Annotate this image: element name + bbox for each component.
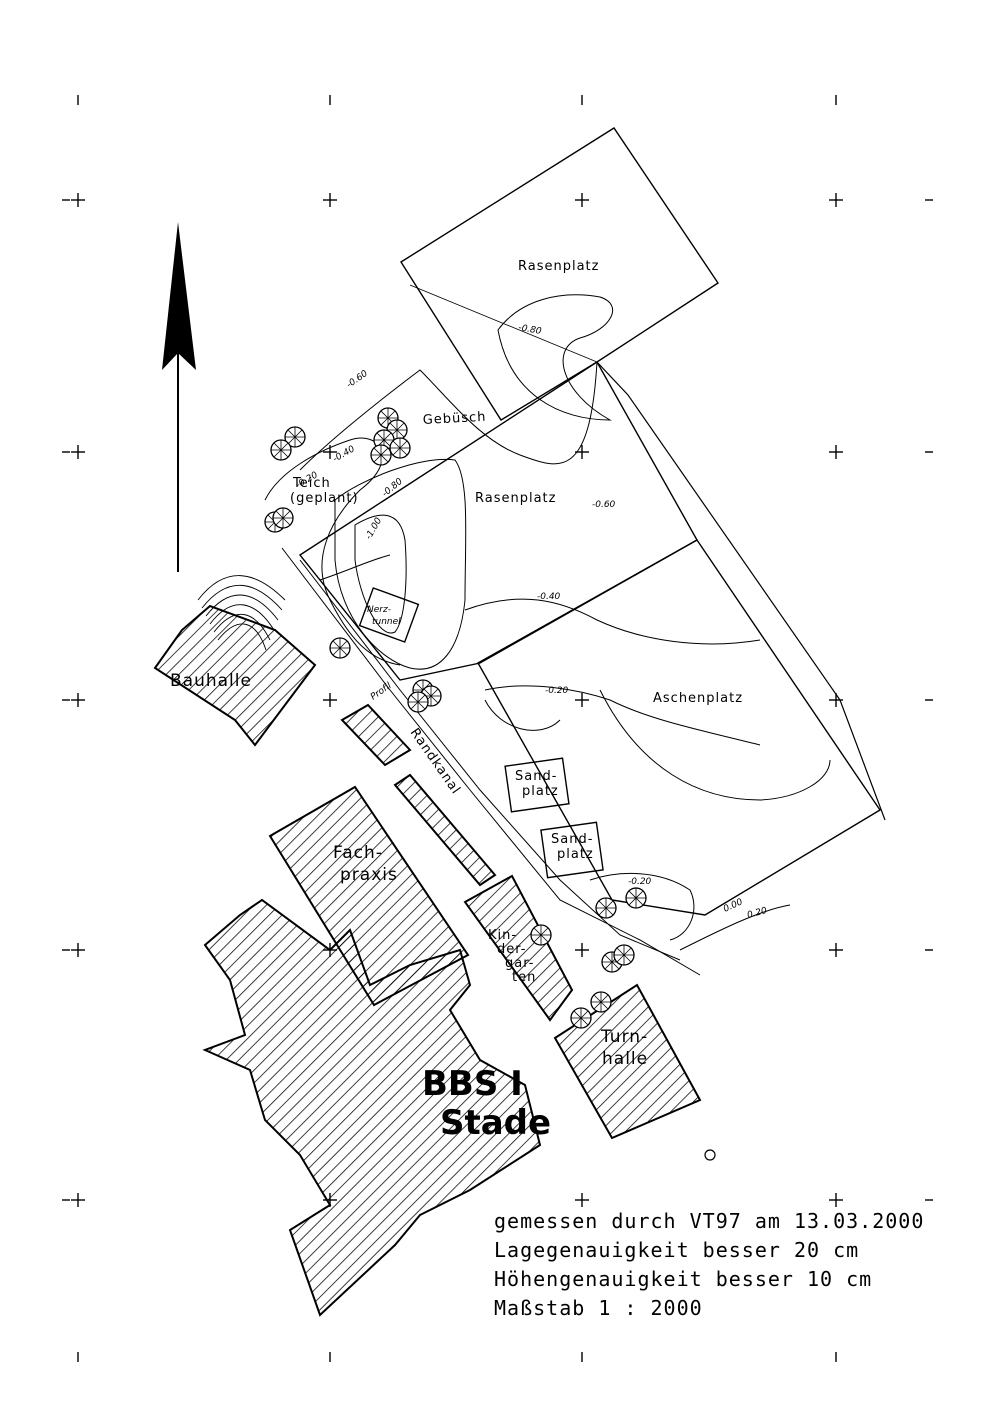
plus-icon	[70, 692, 86, 708]
title-line-2: Stade	[440, 1103, 551, 1143]
plus-icon	[828, 444, 844, 460]
plus-icon	[70, 942, 86, 958]
label-teich-2: (geplant)	[290, 491, 359, 506]
label-fachpraxis-1: Fach-	[333, 843, 383, 863]
label-bauhalle: Bauhalle	[170, 671, 252, 691]
label-sandplatz1-2: platz	[522, 784, 559, 799]
info-line-4: Maßstab 1 : 2000	[494, 1296, 703, 1320]
label-nerztunnel-2: tunnel	[372, 617, 401, 627]
label-sandplatz2-1: Sand-	[551, 832, 593, 847]
label-turnhalle-2: halle	[602, 1049, 648, 1069]
buildings	[153, 604, 702, 1317]
title-line-1: BBS I	[422, 1064, 523, 1104]
label-profil: Profil	[369, 681, 394, 703]
label-sandplatz2-2: platz	[557, 847, 594, 862]
plus-icon	[828, 942, 844, 958]
contour-lines	[264, 294, 831, 951]
label-teich-1: Teich	[292, 476, 331, 491]
info-line-1: gemessen durch VT97 am 13.03.2000	[494, 1209, 924, 1233]
plus-icon	[574, 192, 590, 208]
contour-label: -0.80	[381, 476, 405, 499]
label-rasenplatz-mid: Rasenplatz	[475, 491, 556, 506]
plus-icon	[574, 692, 590, 708]
label-kindergarten-1: Kin-	[488, 928, 517, 943]
contour-label: -1.00	[364, 516, 384, 541]
info-line-2: Lagegenauigkeit besser 20 cm	[494, 1238, 859, 1262]
label-aschenplatz: Aschenplatz	[653, 691, 743, 706]
contour-label: 0.20	[746, 906, 768, 921]
north-arrow-icon	[162, 222, 196, 572]
contour-label: -0.40	[332, 444, 357, 464]
label-gebuesch: Gebüsch	[422, 410, 486, 428]
kindergarten-building	[463, 874, 574, 1022]
sandplatz-2	[540, 821, 604, 879]
info-line-3: Höhengenauigkeit besser 10 cm	[494, 1267, 872, 1291]
label-sandplatz1-1: Sand-	[515, 769, 557, 784]
plus-icon	[828, 1192, 844, 1208]
contour-label: -0.60	[592, 500, 616, 510]
label-kindergarten-2: der-	[497, 942, 526, 957]
label-rasenplatz-top: Rasenplatz	[518, 259, 599, 274]
label-turnhalle-1: Turn-	[600, 1027, 648, 1047]
plus-icon	[322, 692, 338, 708]
main-building	[202, 898, 542, 1317]
plus-icon	[70, 444, 86, 460]
nerztunnel	[358, 587, 420, 643]
rasenplatz-mid-field	[298, 361, 698, 681]
label-nerztunnel-1: Nerz-	[367, 605, 391, 615]
contour-label: -0.60	[345, 369, 370, 391]
parking-block	[393, 773, 497, 887]
contour-label: -0.80	[517, 323, 542, 337]
plus-icon	[574, 942, 590, 958]
rasenplatz-top-field	[400, 127, 719, 421]
plus-icon	[70, 192, 86, 208]
coordinate-grid	[62, 95, 933, 1362]
contour-label: -0.20	[628, 877, 652, 887]
contour-label: 0.00	[722, 897, 745, 915]
plus-icon	[574, 1192, 590, 1208]
label-kindergarten-3: gar-	[505, 956, 534, 971]
aschenplatz-field	[477, 539, 881, 916]
sports-fields	[281, 127, 886, 976]
contour-label: -0.40	[537, 592, 561, 602]
survey-info: gemessen durch VT97 am 13.03.2000 Lagege…	[494, 1209, 924, 1320]
plus-icon	[322, 192, 338, 208]
contour-label: -0.20	[545, 686, 569, 696]
survey-point-circle	[704, 1149, 716, 1161]
profile-block	[340, 703, 412, 767]
label-fachpraxis-2: praxis	[340, 865, 398, 885]
sandplatz-1	[504, 757, 570, 813]
map-title: BBS I Stade	[422, 1064, 551, 1143]
plus-icon	[828, 192, 844, 208]
label-kindergarten-4: ten	[512, 970, 536, 985]
bauhalle-building	[153, 604, 317, 747]
plus-icon	[70, 1192, 86, 1208]
